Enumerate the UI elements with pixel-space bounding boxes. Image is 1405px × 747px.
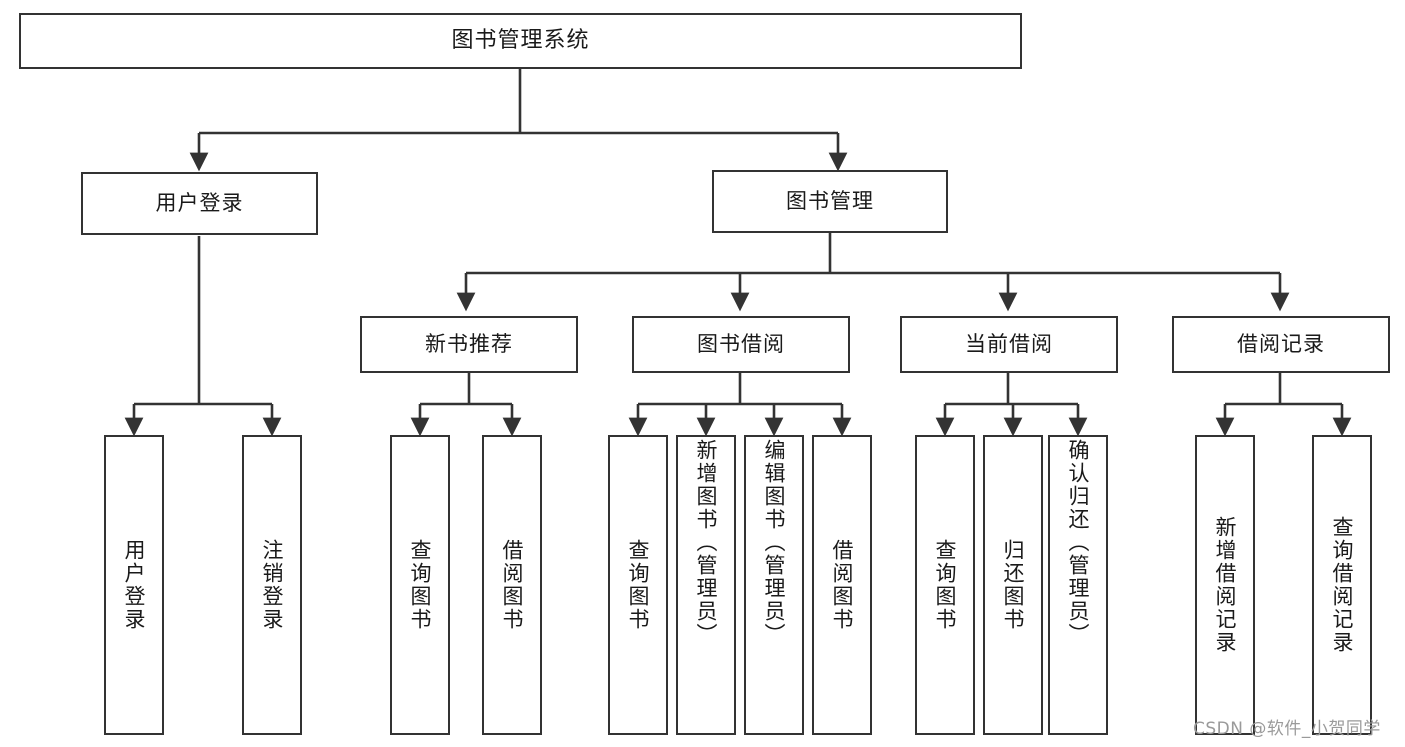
node-leaf-query-book-2[interactable]: 查询图书 [608, 435, 668, 735]
node-label: 借阅记录 [1237, 331, 1325, 356]
node-label: 注销登录 [260, 539, 285, 631]
node-leaf-borrow-book-1[interactable]: 借阅图书 [482, 435, 542, 735]
node-root[interactable]: 图书管理系统 [19, 13, 1022, 69]
node-label: 归还图书 [1001, 539, 1026, 631]
node-label: 图书借阅 [697, 331, 785, 356]
node-new-book-rec[interactable]: 新书推荐 [360, 316, 578, 373]
node-leaf-add-book[interactable]: 新增图书（管理员） [676, 435, 736, 735]
node-leaf-return-book[interactable]: 归还图书 [983, 435, 1043, 735]
node-leaf-edit-book[interactable]: 编辑图书（管理员） [744, 435, 804, 735]
node-label: 借阅图书 [830, 539, 855, 631]
node-leaf-query-record[interactable]: 查询借阅记录 [1312, 435, 1372, 735]
node-label: 用户登录 [155, 190, 244, 215]
node-label: 查询图书 [933, 539, 958, 631]
node-label: 新书推荐 [425, 331, 513, 356]
node-label: 查询图书 [408, 539, 433, 631]
node-label: 当前借阅 [965, 331, 1053, 356]
node-label: 图书管理系统 [451, 27, 590, 53]
node-leaf-query-book-1[interactable]: 查询图书 [390, 435, 450, 735]
node-label: 新增借阅记录 [1213, 516, 1238, 654]
node-leaf-confirm-return[interactable]: 确认归还（管理员） [1048, 435, 1108, 735]
node-leaf-query-book-3[interactable]: 查询图书 [915, 435, 975, 735]
node-label: 新增图书（管理员） [694, 439, 719, 646]
node-label: 查询借阅记录 [1330, 516, 1355, 654]
node-label: 查询图书 [626, 539, 651, 631]
node-borrow-record[interactable]: 借阅记录 [1172, 316, 1390, 373]
node-label: 图书管理 [786, 188, 874, 213]
node-label: 确认归还（管理员） [1066, 439, 1091, 646]
node-leaf-add-record[interactable]: 新增借阅记录 [1195, 435, 1255, 735]
node-book-manage[interactable]: 图书管理 [712, 170, 948, 233]
node-label: 用户登录 [122, 539, 147, 631]
node-label: 编辑图书（管理员） [762, 439, 787, 646]
node-leaf-logout-login[interactable]: 注销登录 [242, 435, 302, 735]
node-current-borrow[interactable]: 当前借阅 [900, 316, 1118, 373]
node-label: 借阅图书 [500, 539, 525, 631]
node-leaf-user-login[interactable]: 用户登录 [104, 435, 164, 735]
node-user-login[interactable]: 用户登录 [81, 172, 318, 235]
node-leaf-borrow-book-2[interactable]: 借阅图书 [812, 435, 872, 735]
csdn-watermark: CSDN @软件_小贺同学 [1193, 719, 1381, 739]
node-book-borrow[interactable]: 图书借阅 [632, 316, 850, 373]
